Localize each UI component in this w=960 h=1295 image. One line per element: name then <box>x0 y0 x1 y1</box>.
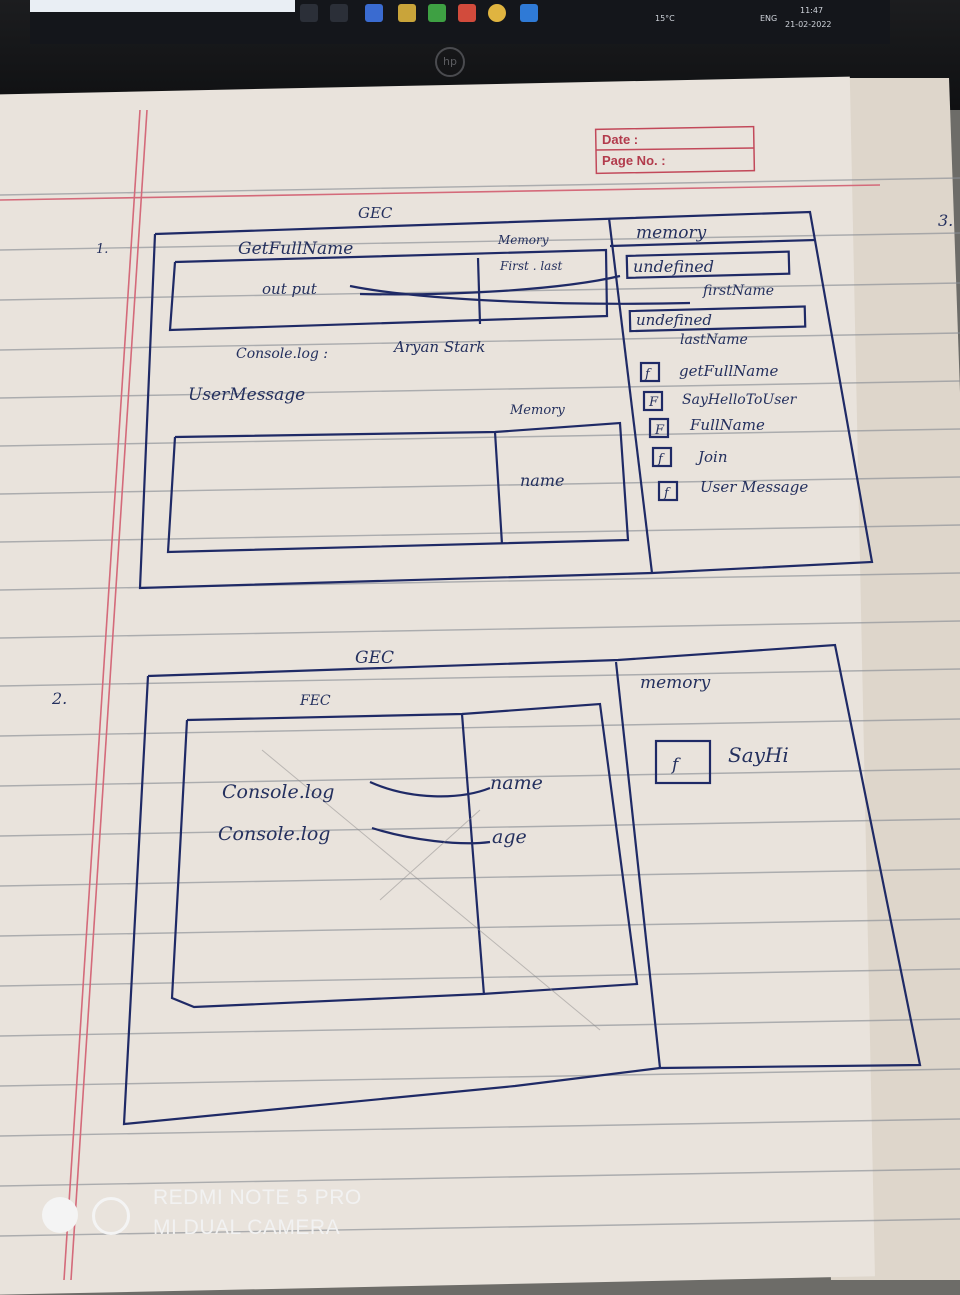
section1-number: 1. <box>96 242 108 257</box>
section2-console-log: Console.log <box>222 781 334 803</box>
section2-var-age: age <box>492 826 527 848</box>
section2-console-log: Console.log <box>218 823 330 845</box>
watermark-line2: MI DUAL CAMERA <box>153 1216 341 1239</box>
section1-usermessage-var: name <box>520 471 564 490</box>
memory-item: undefined <box>636 311 712 329</box>
section2-diagram <box>122 643 922 1126</box>
section1-fn-memory-label: Memory <box>497 233 549 247</box>
memory-item-marker: F <box>654 423 665 438</box>
taskbar-icon <box>330 4 348 22</box>
section1-memory-list: undefined firstName undefined lastName f… <box>633 257 808 501</box>
memory-item: getFullName <box>679 362 778 380</box>
laptop-screen: 15°C ENG 11:47 21-02-2022 <box>30 0 890 44</box>
memory-item-marker: f <box>644 367 652 382</box>
section2-gec-label: GEC <box>355 648 394 668</box>
app-icon <box>428 4 446 22</box>
memory-item: firstName <box>702 283 774 299</box>
memory-item: SayHelloToUser <box>682 392 798 408</box>
pencil-guidelines <box>261 749 601 1031</box>
date-label: Date : <box>602 132 638 147</box>
section1-fn-title: GetFullName <box>238 239 353 259</box>
tray-time: 11:47 <box>800 6 824 15</box>
hp-logo: hp <box>435 47 465 77</box>
folder-icon <box>398 4 416 22</box>
memory-item: User Message <box>700 478 808 496</box>
taskbar-icon <box>365 4 383 22</box>
memory-item: undefined <box>633 257 714 276</box>
app-icon <box>458 4 476 22</box>
memory-item: lastName <box>680 332 748 348</box>
section1-console-log: Console.log : <box>236 346 328 362</box>
memory-item-marker: f <box>663 486 671 501</box>
tray-date: 21-02-2022 <box>785 20 832 29</box>
section2-fec-label: FEC <box>299 693 331 709</box>
memory-item: Join <box>695 448 728 466</box>
section2-memory-item: SayHi <box>728 743 789 767</box>
section1-console-log-value: Aryan Stark <box>392 338 485 356</box>
watermark-dot-filled <box>42 1197 78 1233</box>
page-number-right: 3. <box>938 211 953 230</box>
chrome-icon <box>488 4 506 22</box>
section1-usermessage-memory-label: Memory <box>509 403 565 418</box>
date-stamp: Date : Page No. : <box>594 125 756 175</box>
watermark-dot-outline <box>92 1197 130 1235</box>
memory-item-marker: f <box>657 452 665 467</box>
margin-lines <box>0 109 881 1280</box>
vscode-icon <box>520 4 538 22</box>
screen-window <box>30 0 295 12</box>
section1-gec-label: GEC <box>358 204 393 222</box>
tray-language: ENG <box>760 14 778 23</box>
section1-memory-title: memory <box>636 223 707 243</box>
ruled-lines <box>0 177 960 1237</box>
section2-memory-title: memory <box>640 673 711 693</box>
section1-usermessage-title: UserMessage <box>188 385 305 405</box>
section2-number: 2. <box>51 689 67 708</box>
page-no-label: Page No. : <box>602 153 666 168</box>
memory-item: FullName <box>689 416 765 434</box>
section1-fn-memory-vars: First . last <box>499 259 562 273</box>
section2-memory-marker: f <box>670 755 681 775</box>
taskbar-icon <box>300 4 318 22</box>
section2-var-name: name <box>490 772 543 794</box>
watermark-line1: REDMI NOTE 5 PRO <box>153 1186 362 1209</box>
tray-temperature: 15°C <box>655 14 675 23</box>
section1-output-label: out put <box>262 280 318 298</box>
memory-item-marker: F <box>648 395 659 410</box>
section1-diagram <box>138 210 874 590</box>
